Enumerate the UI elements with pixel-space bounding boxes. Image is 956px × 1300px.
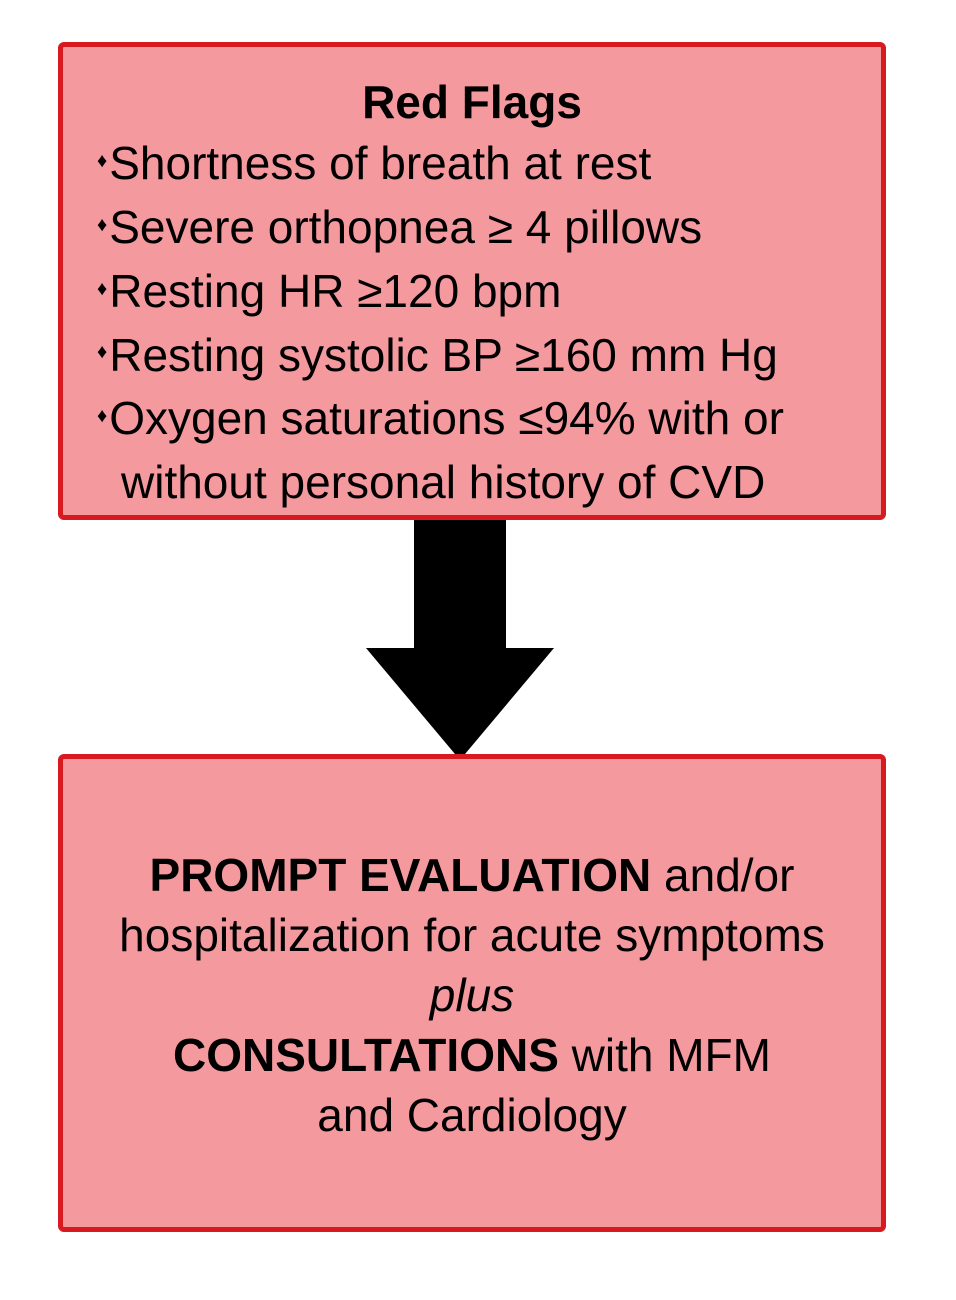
outcome-line-1-rest: and/or [651,849,795,901]
outcome-line-4: CONSULTATIONS with MFM [63,1025,881,1085]
red-flag-text: Severe orthopnea ≥ 4 pillows [109,200,703,253]
diamond-bullet-icon: ♦ [97,405,108,428]
red-flag-item: ♦Resting systolic BP ≥160 mm Hg [97,325,784,389]
outcome-line-1: PROMPT EVALUATION and/or [63,845,881,905]
diamond-bullet-icon: ♦ [97,277,108,300]
prompt-evaluation-label: PROMPT EVALUATION [149,849,652,901]
outcome-text: PROMPT EVALUATION and/or hospitalization… [63,845,881,1145]
red-flags-box: Red Flags ♦Shortness of breath at rest ♦… [58,42,886,520]
red-flag-item: ♦Resting HR ≥120 bpm [97,261,784,325]
outcome-line-4-rest: with MFM [558,1029,771,1081]
red-flag-item: ♦Severe orthopnea ≥ 4 pillows [97,197,784,261]
red-flag-text: Resting HR ≥120 bpm [109,264,562,317]
red-flag-text: Resting systolic BP ≥160 mm Hg [109,328,778,381]
outcome-plus-label: plus [429,969,515,1021]
outcome-line-2: hospitalization for acute symptoms [119,909,825,961]
diamond-bullet-icon: ♦ [97,341,108,364]
outcome-box: PROMPT EVALUATION and/or hospitalization… [58,754,886,1232]
red-flag-text-continuation: without personal history of CVD [121,456,766,509]
diamond-bullet-icon: ♦ [97,213,108,236]
red-flag-text: Shortness of breath at rest [109,137,652,189]
down-arrow-icon [366,520,554,760]
red-flags-title: Red Flags [362,76,582,128]
outcome-line-5: and Cardiology [317,1089,627,1141]
red-flag-text: Oxygen saturations ≤94% with or [109,392,784,445]
red-flags-list: ♦Shortness of breath at rest ♦Severe ort… [97,133,784,512]
red-flag-item: ♦Oxygen saturations ≤94% with or without … [97,388,784,512]
diamond-bullet-icon: ♦ [97,149,108,172]
consultations-label: CONSULTATIONS [173,1029,559,1081]
red-flag-item: ♦Shortness of breath at rest [97,133,784,197]
down-arrow-shape [366,520,554,760]
